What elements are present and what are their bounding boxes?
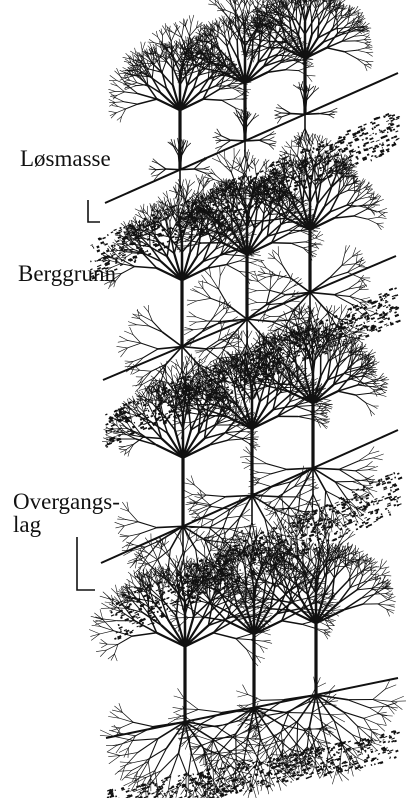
label-overgangslag-line1: Overgangs- [13, 490, 120, 513]
label-losmasse: Løsmasse [20, 147, 111, 170]
layer-bracket [77, 537, 95, 590]
layer-bracket [88, 200, 100, 222]
label-overgangslag-line2: lag [13, 513, 41, 536]
label-berggrunn: Berggrunn [18, 262, 116, 285]
tree [232, 132, 387, 292]
